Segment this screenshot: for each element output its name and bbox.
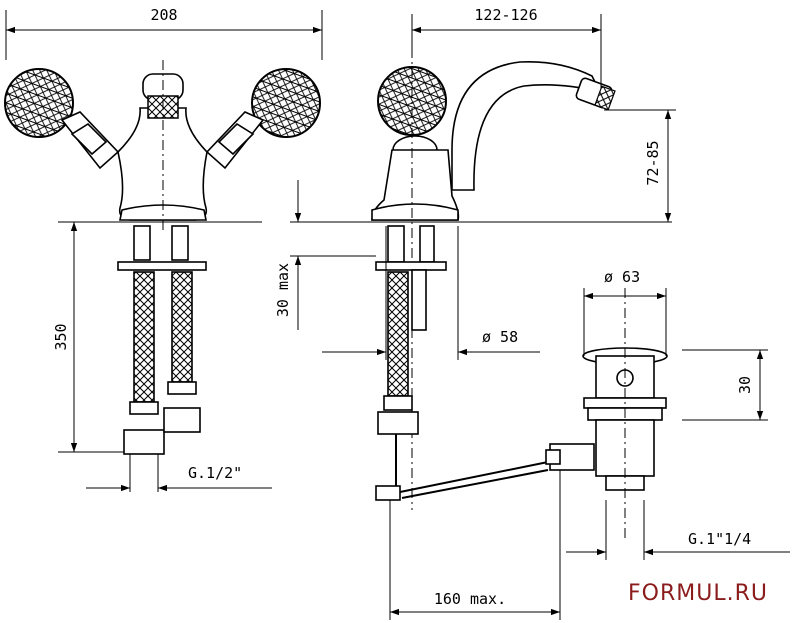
side-hose-ferrule bbox=[383, 395, 413, 411]
popup-link-rod bbox=[399, 461, 549, 493]
left-hose-nut bbox=[123, 429, 165, 455]
dim-30max-label: 30 max bbox=[274, 263, 292, 317]
dim-208-label: 208 bbox=[150, 6, 177, 24]
right-crystal-handle bbox=[251, 68, 321, 138]
dim-122-label: 122-126 bbox=[474, 6, 537, 24]
side-stud-2 bbox=[419, 225, 435, 263]
side-view: 122-126 72-85 30 max ø 58 ø 63 30 G.1"1/ bbox=[274, 6, 790, 620]
side-stud bbox=[387, 225, 405, 263]
side-base bbox=[371, 203, 459, 221]
side-hose-nut bbox=[377, 411, 419, 435]
dim-72-label: 72-85 bbox=[644, 140, 662, 185]
left-handle-collar bbox=[70, 122, 108, 156]
left-crystal-handle bbox=[4, 68, 74, 138]
brand-watermark: FORMUL.RU bbox=[628, 581, 768, 606]
left-stud bbox=[133, 225, 151, 261]
front-view: 208 350 G.1/2" bbox=[4, 6, 323, 492]
right-hose-ferrule bbox=[167, 381, 197, 395]
right-handle-collar bbox=[217, 122, 255, 156]
waste-pivot-nut bbox=[545, 449, 561, 465]
side-rod bbox=[411, 269, 427, 331]
popup-rod-clamp bbox=[375, 485, 401, 501]
left-hose-ferrule bbox=[129, 401, 159, 415]
fixing-plate bbox=[117, 261, 207, 271]
side-spout bbox=[451, 60, 602, 191]
dim-30-label: 30 bbox=[736, 376, 754, 394]
right-stud bbox=[171, 225, 189, 261]
dim-58-label: ø 58 bbox=[482, 328, 518, 346]
dim-g12-label: G.1/2" bbox=[188, 464, 242, 482]
right-hose-nut bbox=[163, 407, 201, 433]
dim-g114-label: G.1"1/4 bbox=[688, 530, 751, 548]
left-hose bbox=[133, 271, 155, 403]
faucet-base bbox=[119, 204, 207, 221]
dim-63-label: ø 63 bbox=[604, 268, 640, 286]
right-hose bbox=[171, 271, 193, 383]
dim-160-label: 160 max. bbox=[434, 590, 506, 608]
side-hose bbox=[387, 271, 409, 397]
side-aerator bbox=[594, 85, 616, 111]
popup-link-rod-2 bbox=[401, 469, 549, 499]
side-fixing-plate bbox=[375, 261, 447, 271]
dim-350-label: 350 bbox=[52, 323, 70, 350]
